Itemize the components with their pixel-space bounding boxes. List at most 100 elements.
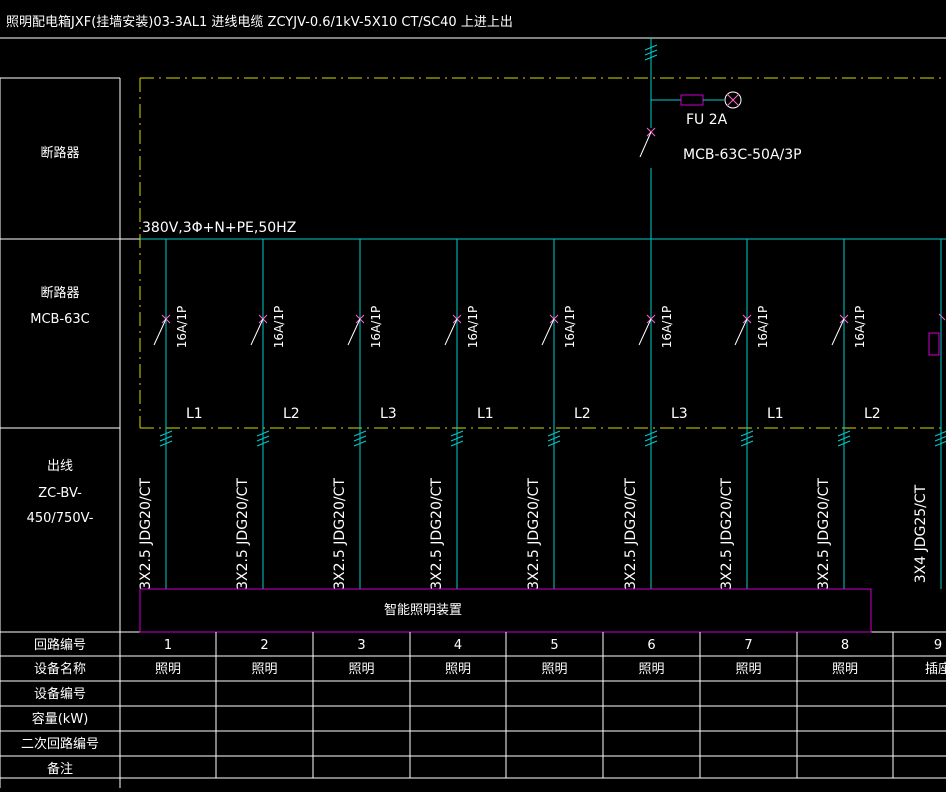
outgoing-hash-mark (256, 430, 270, 437)
outgoing-hash-mark (740, 440, 754, 447)
circuit-3: 16A/1P L3 3X2.5 JDG20/CT (332, 239, 397, 590)
outgoing-hash-mark (740, 435, 754, 442)
device-label: 智能照明装置 (384, 603, 462, 618)
circuit-number: 2 (260, 638, 268, 653)
outgoing-hash-mark (353, 440, 367, 447)
outgoing-hash-mark (644, 430, 658, 437)
cable-spec: 3X2.5 JDG20/CT (526, 478, 542, 590)
table-row-header: 回路编号 (34, 637, 86, 653)
phase-label: L1 (477, 406, 494, 422)
phase-label: L3 (380, 406, 397, 422)
outgoing-hash-mark (450, 435, 464, 442)
branch-breaker-rating: 16A/1P (272, 306, 286, 348)
outgoing-hash-mark (934, 430, 946, 437)
indicator-lamp (724, 91, 742, 109)
circuit-number: 8 (841, 638, 849, 653)
phase-label: L2 (574, 406, 591, 422)
phase-label: L1 (767, 406, 784, 422)
cable-spec: 3X2.5 JDG20/CT (235, 478, 251, 590)
outgoing-hash-mark (450, 430, 464, 437)
circuit-2: 16A/1P L2 3X2.5 JDG20/CT (235, 239, 300, 590)
circuit-5: 16A/1P L2 3X2.5 JDG20/CT (526, 239, 591, 590)
outgoing-hash-mark (644, 435, 658, 442)
branch-breaker-rating: 16A/1P (369, 306, 383, 348)
device-name: 照明 (348, 662, 374, 677)
phase-label: L3 (671, 406, 688, 422)
device-name: 照明 (832, 662, 858, 677)
phase-label: L2 (864, 406, 881, 422)
outgoing-hash-mark (547, 435, 561, 442)
outgoing-hash-mark (837, 440, 851, 447)
supply-label: 380V,3Φ+N+PE,50HZ (142, 220, 296, 236)
branch-breaker-label: 断路器 (40, 285, 79, 301)
branch-breaker-rating: 16A/1P (466, 306, 480, 348)
branch-breaker-blade (250, 318, 264, 346)
cable-spec: 3X2.5 JDG20/CT (429, 478, 445, 590)
indicator-lamp-cross (726, 93, 740, 107)
incoming-breaker-label: MCB-63C-50A/3P (683, 147, 802, 163)
outgoing-hash-mark (353, 435, 367, 442)
branch-breaker-blade (347, 318, 361, 346)
cable-spec: 3X2.5 JDG20/CT (332, 478, 348, 590)
phase-label: L1 (186, 406, 203, 422)
table-row-header: 容量(kW) (32, 711, 89, 727)
device-name: 照明 (155, 662, 181, 677)
phase-label: L2 (283, 406, 300, 422)
branch-breaker-blade (541, 318, 555, 346)
outgoing-hash-mark (159, 440, 173, 447)
outgoing-label: 出线 (47, 459, 73, 474)
circuit-number: 4 (454, 638, 462, 653)
outgoing-hash-mark (644, 440, 658, 447)
branch-breaker-blade (734, 318, 748, 346)
device-name: 照明 (541, 662, 567, 677)
frame-lines (0, 37, 946, 788)
branch-breaker-rating: 16A/1P (563, 306, 577, 348)
main-breaker-blade (639, 131, 652, 158)
outgoing-hash-mark (547, 440, 561, 447)
branch-breaker-model: MCB-63C (30, 312, 90, 327)
outgoing-cable-label-2: 450/750V- (27, 511, 94, 526)
branch-breaker-blade (153, 318, 167, 346)
table-row-header: 设备名称 (34, 661, 86, 677)
branch-breaker-blade (831, 318, 845, 346)
outgoing-hash-mark (159, 430, 173, 437)
branch-breaker-rating: 16A/1P (175, 306, 189, 348)
table-row-header: 二次回路编号 (21, 736, 99, 752)
outgoing-hash-mark (256, 435, 270, 442)
incoming-feeder (140, 38, 946, 589)
circuit-number: 6 (647, 638, 655, 653)
main-breaker-label: 断路器 (40, 145, 79, 161)
outgoing-hash-mark (450, 440, 464, 447)
branch-breaker-blade (638, 318, 652, 346)
outgoing-cable-label-1: ZC-BV- (38, 486, 82, 501)
outgoing-hash-mark (740, 430, 754, 437)
outgoing-hash-mark (159, 435, 173, 442)
branch-breaker-cross (938, 313, 946, 321)
outgoing-hash-mark (353, 430, 367, 437)
table-row-header: 备注 (47, 761, 73, 777)
outgoing-hash-mark (547, 430, 561, 437)
incoming-hash-mark (644, 49, 658, 56)
outgoing-hash-mark (837, 435, 851, 442)
outgoing-hash-mark (256, 440, 270, 447)
cable-spec: 3X2.5 JDG20/CT (719, 478, 735, 590)
rcd-symbol (928, 332, 940, 356)
circuit-number: 5 (550, 638, 558, 653)
outgoing-hash-mark (934, 435, 946, 442)
circuit-number: 1 (164, 638, 172, 653)
device-box (139, 588, 872, 633)
device-name: 照明 (735, 662, 761, 677)
branch-breaker-blade (444, 318, 458, 346)
cable-spec: 3X2.5 JDG20/CT (816, 478, 832, 590)
cable-spec: 3X4 JDG25/CT (913, 484, 929, 583)
branch-breaker-rating: 16A/1P (660, 306, 674, 348)
outgoing-hash-mark (934, 440, 946, 447)
diagram-title: 照明配电箱JXF(挂墙安装)03-3AL1 进线电缆 ZCYJV-0.6/1kV… (6, 14, 513, 30)
branch-circuits: 16A/1P L1 3X2.5 JDG20/CT 16A/1P L2 3X2.5 JDG2… (138, 239, 946, 590)
